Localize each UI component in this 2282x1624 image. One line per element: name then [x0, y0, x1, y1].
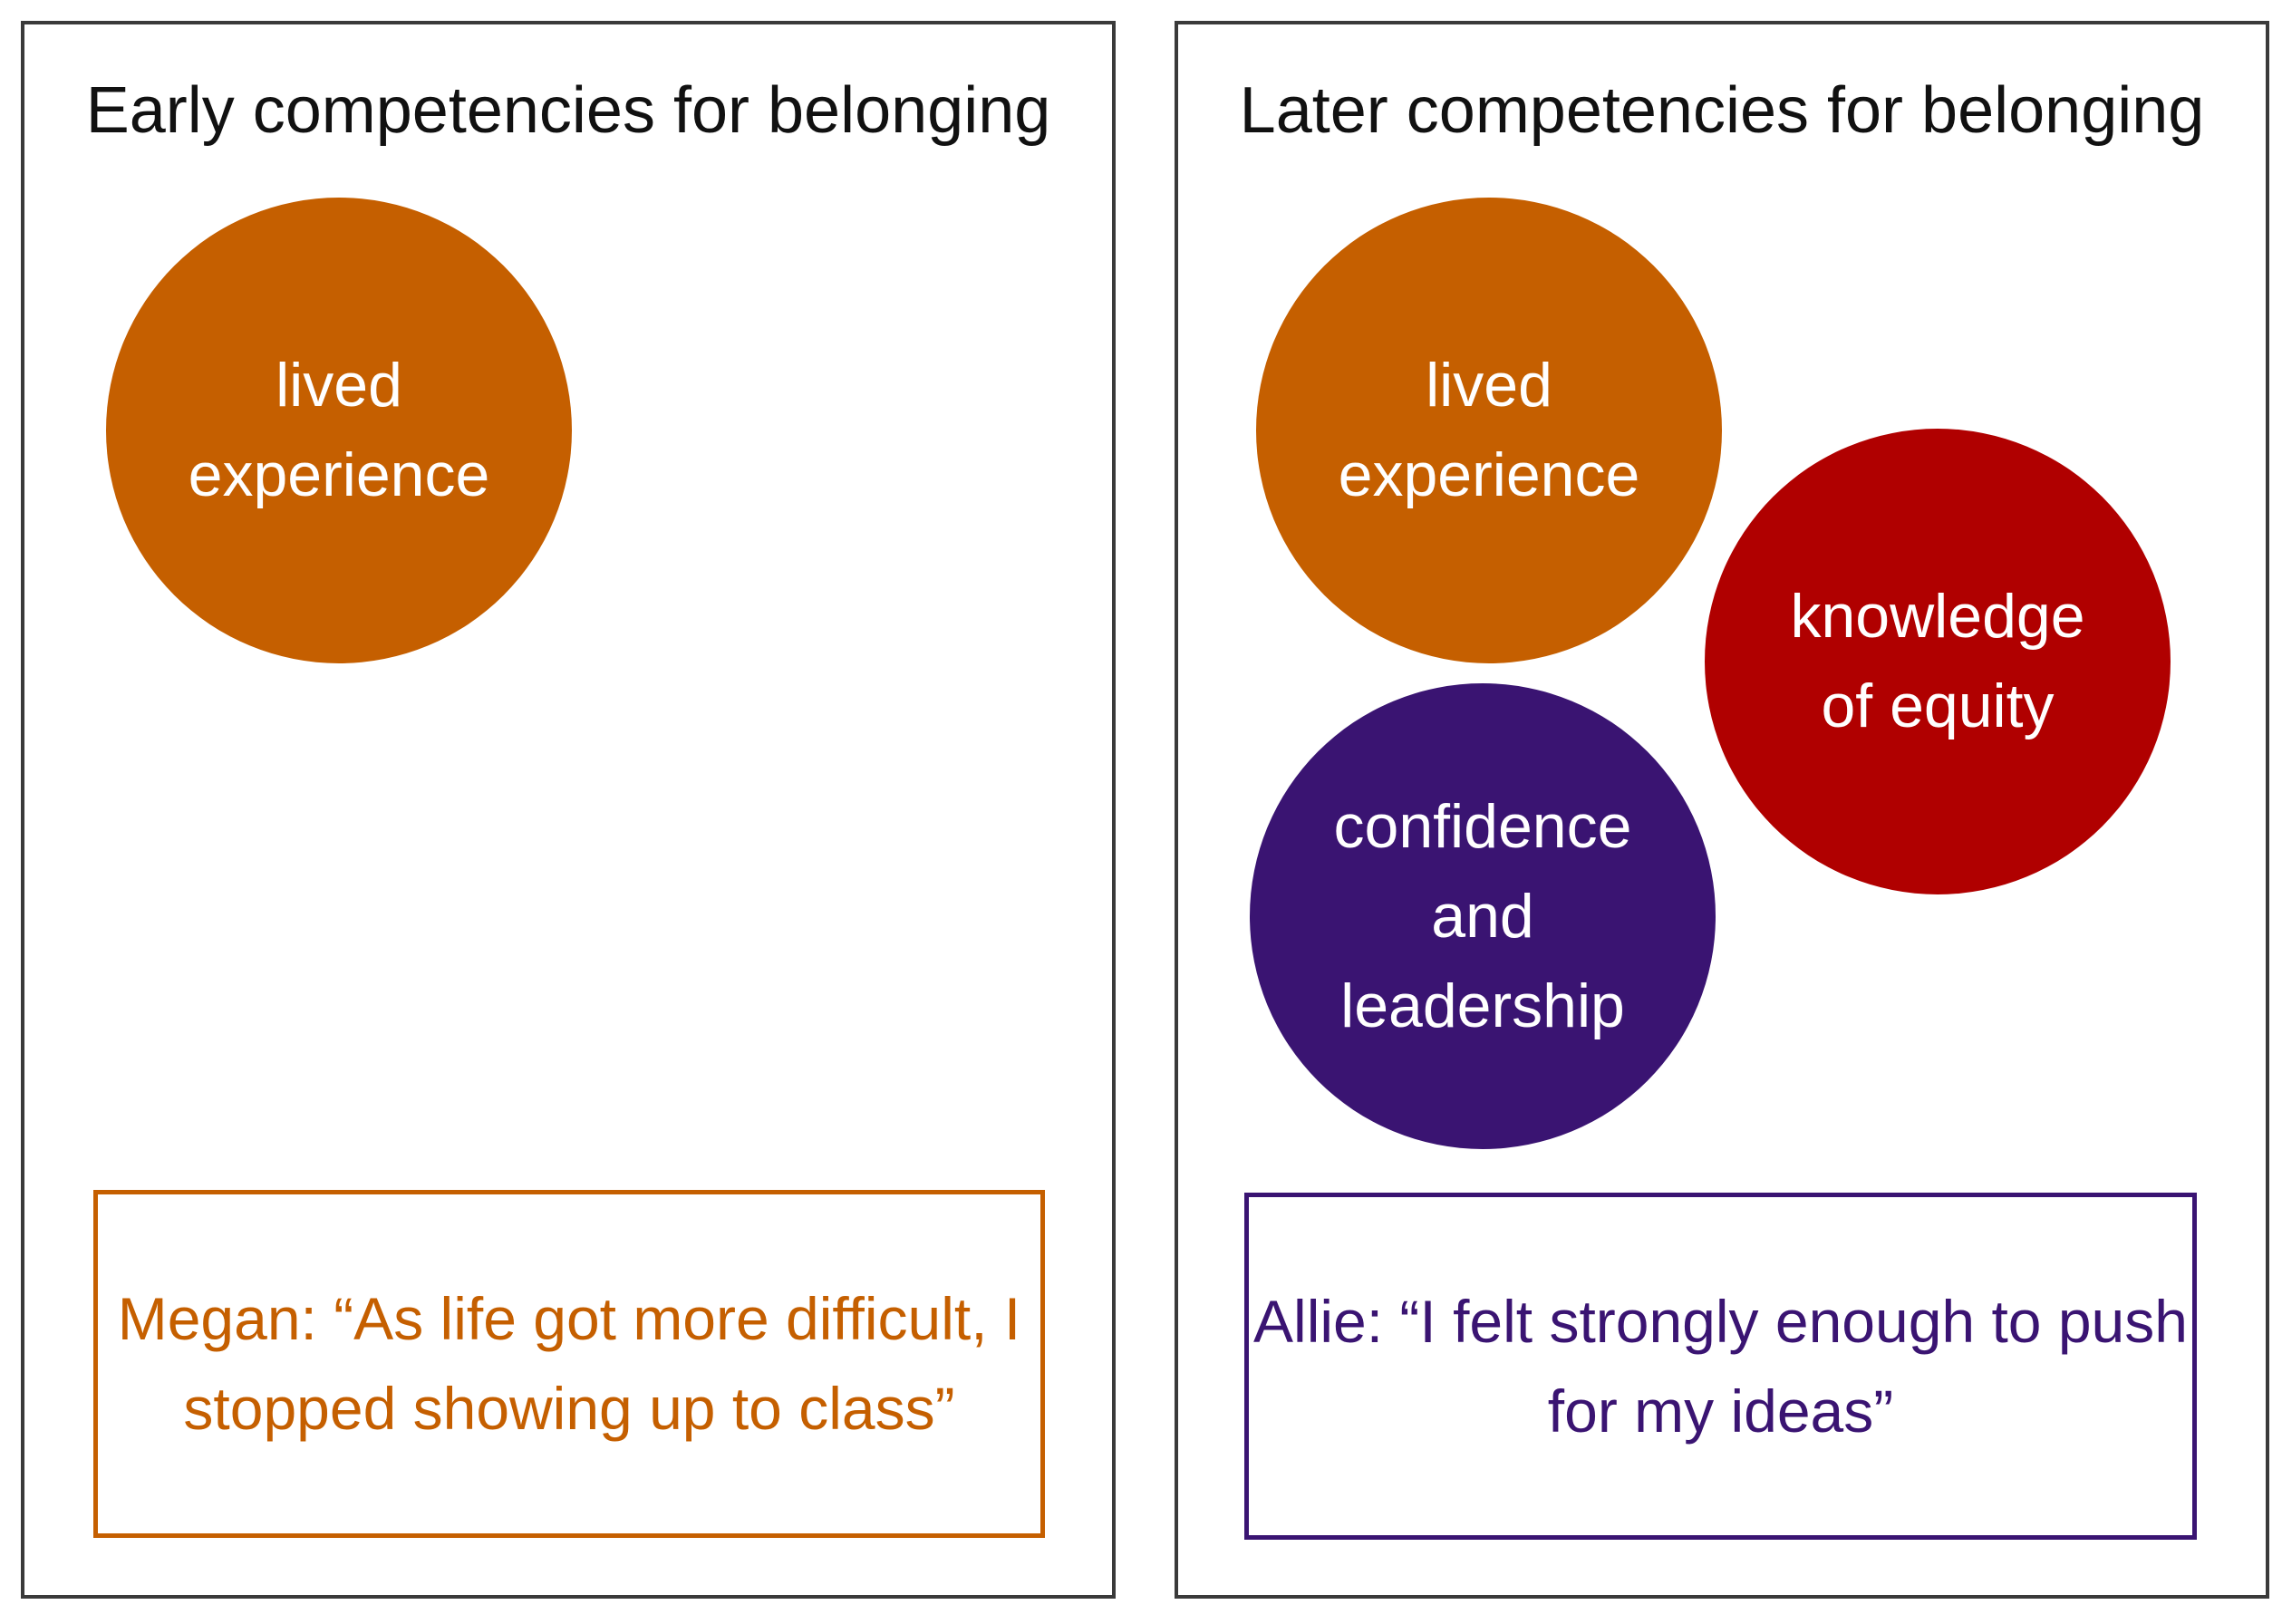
early-panel-title: Early competencies for belonging — [85, 74, 1051, 147]
later-panel-title: Later competencies for belonging — [1239, 74, 2205, 147]
later-competencies-panel: Later competencies for belonging lived e… — [1175, 21, 2269, 1599]
lived-experience-label: lived experience — [188, 351, 490, 509]
allie-quote-text: Allie: “I felt strongly enough to push f… — [1253, 1287, 2188, 1445]
early-competencies-panel: Early competencies for belonging lived e… — [21, 21, 1116, 1599]
knowledge-of-equity-circle: knowledge of equity — [1705, 429, 2171, 894]
knowledge-of-equity-label: knowledge of equity — [1790, 582, 2085, 740]
lived-experience-circle: lived experience — [1256, 198, 1722, 663]
allie-quote-box: Allie: “I felt strongly enough to push f… — [1244, 1193, 2197, 1540]
lived-experience-circle: lived experience — [106, 198, 572, 663]
lived-experience-label: lived experience — [1338, 351, 1640, 509]
confidence-and-leadership-label: confidence and leadership — [1333, 791, 1632, 1040]
megan-quote-text: Megan: “As life got more difficult, I st… — [117, 1285, 1021, 1442]
confidence-and-leadership-circle: confidence and leadership — [1250, 683, 1716, 1149]
megan-quote-box: Megan: “As life got more difficult, I st… — [93, 1190, 1045, 1538]
